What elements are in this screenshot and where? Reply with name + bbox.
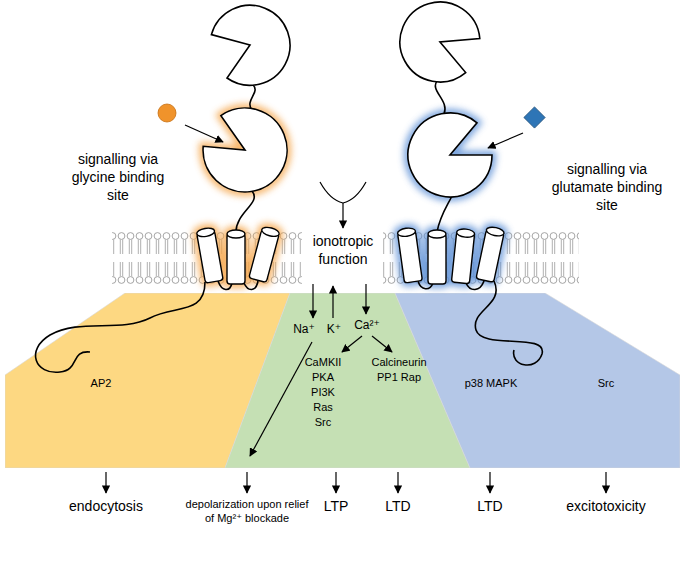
panel-text: Calcineurin PP1 Rap <box>371 355 426 385</box>
glutamate-binding-domain <box>408 113 492 197</box>
amino-terminal-domain <box>211 5 290 85</box>
site-label: signalling via glycine binding site <box>62 150 174 205</box>
transmembrane-helices <box>196 226 280 284</box>
panel-text: Ca²⁺ <box>354 318 380 334</box>
panel-text: Src <box>598 376 615 390</box>
outcome-label: LTP <box>324 497 349 515</box>
glycine-binding-domain <box>203 108 287 192</box>
site-label: signalling via glutamate binding site <box>545 160 670 215</box>
panel-text: CaMKII PKA PI3K Ras Src <box>305 355 342 430</box>
outcome-label: endocytosis <box>69 497 143 515</box>
amino-terminal-domain <box>400 2 480 82</box>
function-label: ionotropic function <box>298 232 388 268</box>
panel-fill <box>395 293 680 468</box>
panel-shape <box>390 293 680 468</box>
outcome-label: LTD <box>385 497 410 515</box>
panel-text: AP2 <box>91 376 112 390</box>
outcome-label: LTD <box>477 497 502 515</box>
glycine-site-glow <box>196 108 287 284</box>
outcome-label: depolarization upon relief of Mg²⁺ block… <box>181 497 313 526</box>
glutamate-site-glow <box>397 113 505 284</box>
glutamate-ligand <box>524 107 545 128</box>
glutamate-signalling-panel: p38 MAPK Src <box>390 293 680 468</box>
panel-text: Na⁺ <box>293 322 315 338</box>
transmembrane-helices <box>397 226 505 284</box>
panel-text: p38 MAPK <box>465 376 518 390</box>
outcome-label: excitotoxicity <box>566 497 645 515</box>
panel-text: K⁺ <box>327 322 341 338</box>
glycine-ligand <box>158 104 176 122</box>
